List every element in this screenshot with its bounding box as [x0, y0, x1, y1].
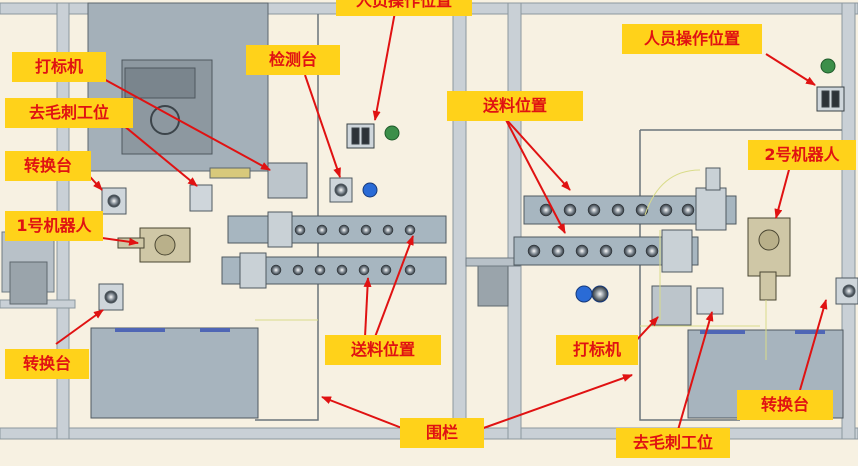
label-robot-1: 1号机器人	[5, 211, 103, 241]
label-marking-machine-left: 打标机	[12, 52, 106, 82]
label-fence: 围栏	[400, 418, 484, 448]
label-deburring-right: 去毛刺工位	[616, 428, 730, 458]
pillars	[1, 231, 521, 307]
operator-consoles	[346, 58, 845, 149]
machining-center	[87, 2, 269, 179]
label-transfer-table-left-bottom: 转换台	[5, 349, 89, 379]
right-conveyors	[362, 167, 737, 303]
label-robot-2: 2号机器人	[748, 140, 856, 170]
label-deburring-left: 去毛刺工位	[5, 98, 133, 128]
marking-machines	[267, 162, 692, 326]
label-operator-position-top: 人员操作位置	[336, 0, 472, 16]
label-feed-position-right: 送料位置	[447, 91, 583, 121]
label-inspection-table: 检测台	[246, 45, 340, 75]
label-marking-machine-right: 打标机	[556, 335, 638, 365]
label-feed-position-left: 送料位置	[325, 335, 441, 365]
label-transfer-table-right: 转换台	[737, 390, 833, 420]
label-operator-position-right: 人员操作位置	[622, 24, 762, 54]
robot-2	[747, 217, 791, 301]
transfer-tables	[98, 177, 858, 311]
deburring-stations	[189, 184, 724, 315]
label-transfer-table-left-top: 转换台	[5, 151, 91, 181]
